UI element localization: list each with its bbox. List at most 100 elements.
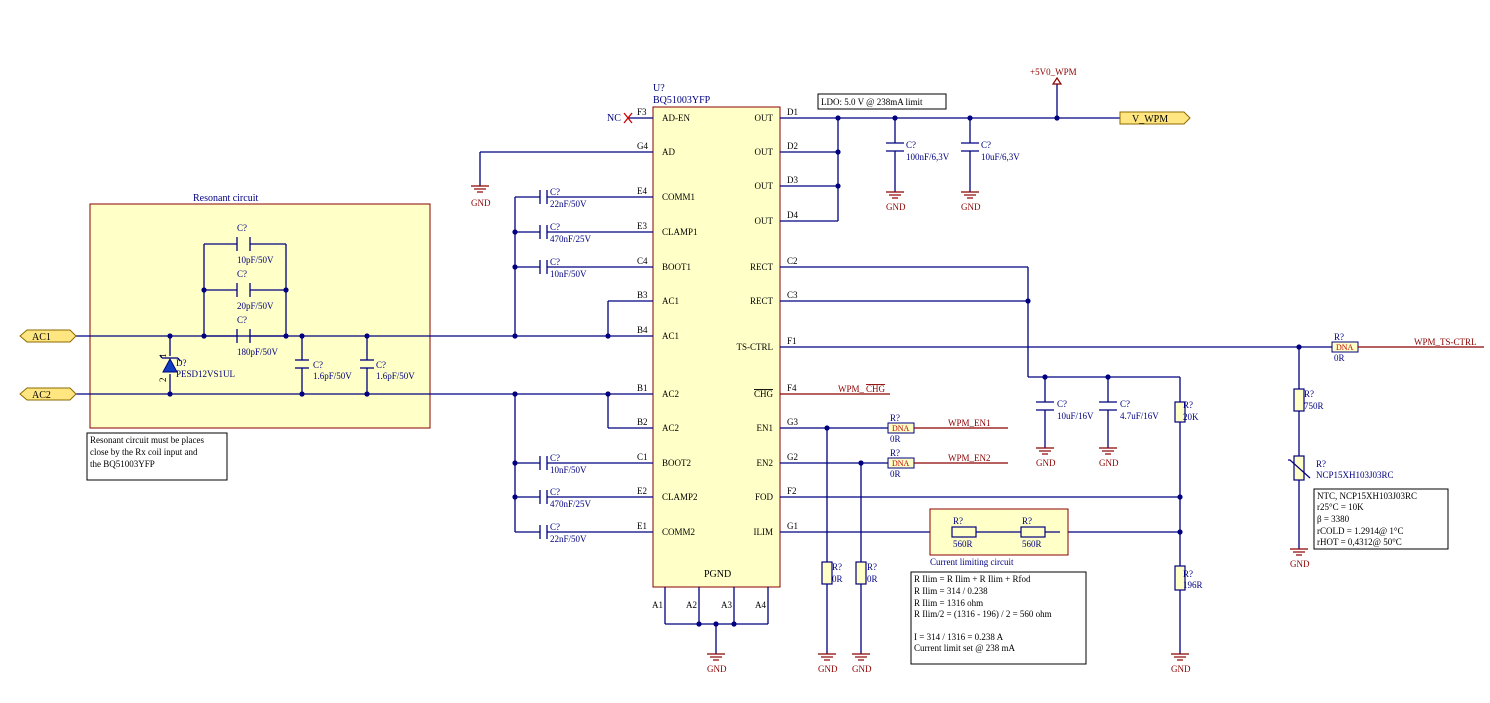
res-560r-label-2: 560R (1022, 539, 1042, 549)
net-wpm-chg-prefix: WPM_ (838, 384, 865, 394)
ic-pin-name: TS-CTRL (736, 342, 773, 352)
cap-des: C? (313, 360, 323, 370)
junction-dot (512, 391, 518, 397)
port-ac2[interactable]: AC2 (19, 387, 77, 401)
ic-pin-name: AD (662, 147, 675, 157)
power-label: +5V0_WPM (1030, 67, 1077, 77)
net-wpm-en2: WPM_EN2 (948, 453, 991, 463)
dna-text: DNA (892, 424, 910, 433)
res-750r-label: 750R (1304, 401, 1324, 411)
res-20k-label: 20K (1183, 412, 1199, 422)
ic-pin-name: BOOT1 (662, 262, 691, 272)
ic-pin-number: B4 (637, 325, 648, 335)
ic-pin-name: OUT (755, 147, 774, 157)
ic-pin-number: F2 (787, 486, 797, 496)
gnd-symbol: GND (886, 191, 906, 212)
ldo-note: LDO: 5.0 V @ 238mA limit (817, 93, 947, 110)
cap-1p6pf-label: 1.6pF/50V (313, 371, 352, 381)
ic-pin-number: F3 (637, 107, 647, 117)
ic-pin-name: OUT (755, 181, 774, 191)
ic-pin-number: C1 (637, 452, 648, 462)
junction-dot (299, 333, 305, 339)
ic-pin-number: E3 (637, 221, 647, 231)
cap-180pf-label: 180pF/50V (237, 347, 279, 357)
net-wpm-en1: WPM_EN1 (948, 418, 991, 428)
resonant-cap-plates (236, 237, 374, 369)
junction-dot (364, 333, 370, 339)
junction-dot (512, 264, 518, 270)
gnd-label: GND (707, 664, 727, 674)
ic-pin-number: G1 (787, 521, 798, 531)
res-des: R? (890, 448, 900, 458)
cap-20pf-label: 20pF/50V (237, 301, 274, 311)
ic-pin-name: CHG (754, 389, 774, 399)
ic-pin-name: FOD (755, 492, 774, 502)
gnd-symbol: GND (1171, 653, 1191, 674)
cap-10uf-6v3-label: 10uF/6,3V (981, 152, 1020, 162)
junction-dot (1296, 344, 1302, 350)
ntc-note-line: NTC, NCP15XH103J03RC (1317, 491, 1417, 501)
port-v-wpm[interactable]: V_WPM (1119, 111, 1191, 125)
en2-dna-resistor: DNA R? 0R WPM_EN2 (887, 448, 1008, 479)
ic-pin-name: AC1 (662, 331, 679, 341)
calc-line: R Ilim = 314 / 0.238 (914, 586, 988, 596)
junction-dot (1025, 298, 1031, 304)
junction-dot (605, 333, 611, 339)
ntc-note-line: rHOT = 0,4312@ 50°C (1317, 537, 1402, 547)
res-560r-label: 560R (953, 539, 973, 549)
junction-dot (892, 115, 898, 121)
ic-pin-number: G4 (637, 141, 648, 151)
res-des: R? (1183, 569, 1193, 579)
ic-pin-number: D2 (787, 141, 798, 151)
ic-pin-number: E1 (637, 521, 647, 531)
calc-line: R Ilim/2 = (1316 - 196) / 2 = 560 ohm (914, 609, 1052, 619)
cap-value: 10nF/50V (550, 269, 587, 279)
junction-dot (299, 391, 305, 397)
junction-dot (967, 115, 973, 121)
output-cap-plates (886, 142, 979, 152)
cap-10uf-16v-label: 10uF/16V (1057, 411, 1094, 421)
cap-1p6pf-label-2: 1.6pF/50V (376, 371, 415, 381)
gnd-symbol-ad: GND (471, 185, 491, 208)
ic-pin-name: AC2 (662, 423, 679, 433)
junction-dot (835, 183, 841, 189)
ic-pin-name: EN2 (757, 458, 774, 468)
ic-pin-number: D3 (787, 175, 798, 185)
ic-pin-name: OUT (755, 113, 774, 123)
cap-des: C? (550, 257, 560, 267)
ic-pin-number: B1 (637, 383, 648, 393)
ic-pin-name: AC2 (662, 389, 679, 399)
ic-pin-number: C2 (787, 256, 798, 266)
junction-dot (201, 287, 207, 293)
gnd-symbol: GND (1099, 447, 1119, 468)
port-ac1[interactable]: AC1 (19, 329, 77, 343)
gnd-symbol: GND (707, 653, 727, 674)
en-pulldown-wires (826, 428, 862, 654)
ntc-part-label: NCP15XH103J03RC (1316, 470, 1394, 480)
gnd-label: GND (852, 664, 872, 674)
junction-dot (283, 333, 289, 339)
gnd-symbol: GND (1290, 548, 1310, 569)
ic-pin-name: BOOT2 (662, 458, 691, 468)
gnd-label: GND (471, 198, 491, 208)
resonant-circuit-block: Resonant circuit (89, 193, 431, 429)
en1-dna-resistor: DNA R? 0R WPM_EN1 (887, 413, 1008, 444)
rect-cap-plates (1036, 401, 1117, 411)
gnd-label: GND (1036, 458, 1056, 468)
junction-dot (605, 391, 611, 397)
res-0r-label: 0R (890, 434, 901, 444)
ic-pin-name: EN1 (757, 423, 774, 433)
res-0r-label: 0R (1334, 353, 1345, 363)
res-des: R? (1183, 400, 1193, 410)
ic-right-pin-lines (780, 117, 1332, 533)
cap-des: C? (376, 360, 386, 370)
gnd-label: GND (886, 202, 906, 212)
horizontal-capacitors: C?22nF/50VC?470nF/25VC?10nF/50VC?10nF/50… (539, 187, 592, 544)
tvs-part: PESD12VS1UL (176, 369, 235, 379)
power-symbol: +5V0_WPM (1030, 67, 1077, 85)
ic-pin-number: F1 (787, 336, 797, 346)
ic-pin-number: B3 (637, 290, 648, 300)
port-ac1-label: AC1 (32, 332, 51, 343)
calc-line: R Ilim = 1316 ohm (914, 598, 983, 608)
ic-pin-number: D4 (787, 210, 798, 220)
